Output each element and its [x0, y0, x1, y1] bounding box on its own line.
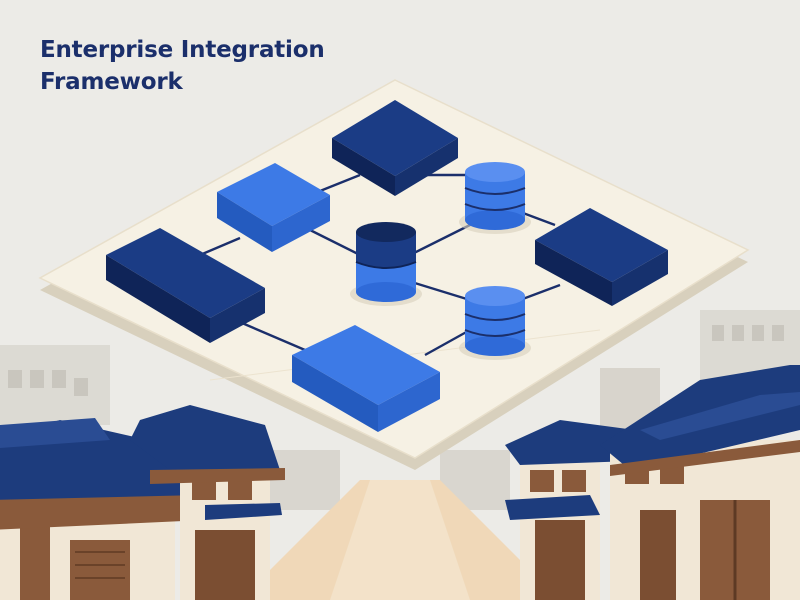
title-line-2: Framework: [40, 69, 183, 95]
service-box-bottom-light: [292, 325, 440, 432]
service-box-left-large: [106, 228, 265, 343]
service-box-top: [332, 100, 458, 196]
hanok-left: [0, 405, 285, 600]
database-center: [350, 222, 422, 306]
database-bottom: [459, 286, 531, 360]
page-title: Enterprise Integration Framework: [40, 34, 380, 98]
service-box-left-light: [217, 163, 330, 252]
street-road: [240, 480, 560, 600]
database-top: [459, 162, 531, 234]
title-line-1: Enterprise Integration: [40, 37, 325, 63]
service-box-right: [535, 208, 668, 306]
hanok-right: [505, 365, 800, 600]
